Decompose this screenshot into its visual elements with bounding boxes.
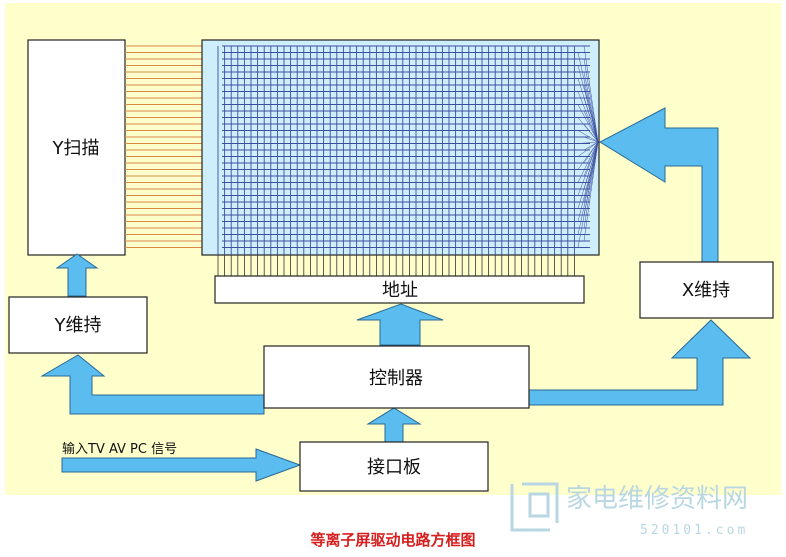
y-sustain-label: Y维持	[54, 315, 102, 336]
x-sustain-fan-line	[577, 104, 599, 143]
x-sustain-fan-line	[577, 91, 599, 143]
controller-block: 控制器	[263, 345, 530, 409]
interface-board-label: 接口板	[367, 457, 421, 478]
x-sustain-block: X维持	[639, 261, 774, 319]
x-sustain-fan-line	[583, 84, 599, 143]
x-sustain-fan-line	[583, 141, 599, 229]
electrode-grid	[217, 45, 599, 255]
x-sustain-fan-line	[577, 141, 599, 170]
address-leads	[217, 255, 575, 276]
x-sustain-fan-line	[577, 52, 599, 143]
x-sustain-fan-line	[583, 141, 599, 242]
x-sustain-fan-line	[577, 141, 599, 144]
y-sustain-block: Y维持	[8, 296, 148, 354]
x-sustain-fan-line	[583, 123, 599, 143]
x-sustain-fan-line	[577, 141, 599, 196]
x-sustain-fan-line	[577, 141, 599, 235]
input-signal-label: 输入TV AV PC 信号	[62, 441, 177, 457]
arrow-interface-to-controller	[366, 407, 422, 443]
x-sustain-fan-line	[583, 110, 599, 143]
arrow-input-to-interface	[61, 448, 302, 482]
address-label: 地址	[382, 280, 418, 301]
diagram-caption: 等离子屏驱动电路方框图	[310, 531, 475, 549]
x-sustain-fan-line	[577, 141, 599, 222]
x-sustain-fan-line	[583, 141, 599, 151]
arrow-controller-to-y-sustain	[40, 354, 265, 415]
arrow-controller-to-x-sustain	[528, 319, 752, 406]
x-sustain-fan-line	[583, 58, 599, 143]
arrow-controller-to-address	[356, 303, 444, 346]
watermark: 家电维修资料网 520101.com	[510, 482, 748, 538]
controller-label: 控制器	[369, 368, 423, 389]
y-scan-block: Y扫描	[27, 39, 126, 256]
x-sustain-fan-line	[577, 141, 599, 209]
arrow-x-sustain-to-panel	[598, 107, 719, 263]
arrow-y-sustain-to-y-scan	[55, 253, 99, 297]
plasma-panel	[201, 39, 600, 256]
x-sustain-fan-line	[577, 130, 599, 143]
watermark-url: 520101.com	[640, 523, 748, 538]
signal-arrows	[40, 107, 752, 482]
x-sustain-fan-line	[583, 97, 599, 143]
x-sustain-fan-line	[583, 45, 599, 143]
y-scan-label: Y扫描	[52, 138, 100, 159]
x-sustain-fan-line	[577, 141, 599, 248]
x-sustain-fan-line	[583, 71, 599, 143]
x-sustain-fan-line	[577, 141, 599, 157]
address-block: 地址	[214, 275, 585, 304]
x-sustain-fan-line	[577, 141, 599, 183]
x-sustain-label: X维持	[682, 280, 730, 301]
x-sustain-fan-line	[583, 136, 599, 143]
interface-board-block: 接口板	[299, 441, 489, 492]
watermark-text: 家电维修资料网	[566, 484, 748, 514]
watermark-logo-icon	[510, 482, 559, 532]
